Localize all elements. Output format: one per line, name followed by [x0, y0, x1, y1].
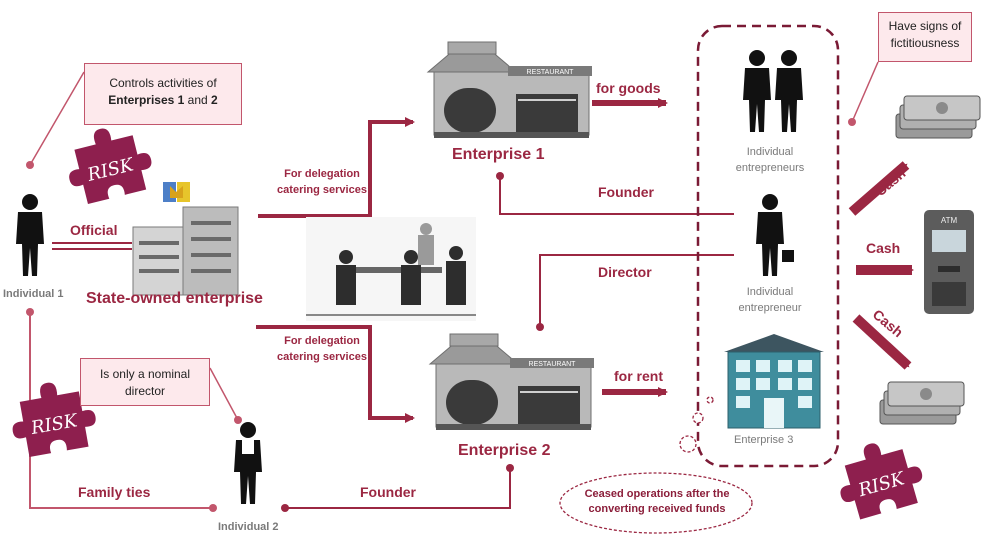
state-enterprise-building-icon — [132, 206, 239, 296]
controls-callout: Controls activities of Enterprises 1 and… — [84, 63, 242, 125]
controls-prefix: Controls activities of — [109, 76, 217, 90]
arrow-cash-down — [852, 314, 912, 370]
official-connector — [52, 242, 132, 250]
enterprise3-label: Enterprise 3 — [734, 434, 794, 446]
fictitious-leader — [848, 61, 879, 126]
risk-puzzle-icon-2: RISK — [5, 375, 101, 460]
for-goods-label: for goods — [596, 80, 661, 96]
individual-entrepreneurs-icon — [743, 50, 803, 132]
cash-stack-bottom-icon — [879, 381, 965, 425]
fictitious-entities-group — [696, 24, 840, 468]
controls-enterprises-label: Enterprises — [108, 93, 175, 108]
individual2-icon — [234, 422, 262, 504]
founder2-connector — [281, 464, 514, 512]
founder1-connector — [496, 172, 734, 215]
enterprise2-label: Enterprise 2 — [458, 442, 551, 459]
founder1-label: Founder — [598, 184, 654, 200]
atm-sign: ATM — [941, 216, 958, 225]
ceased-operations-cloud — [559, 396, 753, 534]
controls-leader — [26, 71, 85, 169]
enterprise2-sign: RESTAURANT — [529, 361, 577, 368]
enterprise1-label: Enterprise 1 — [452, 146, 545, 163]
individual-entrepreneurs-label: Individual entrepreneurs — [735, 146, 805, 174]
cash-stack-top-icon — [895, 95, 981, 139]
atm-icon: ATM — [924, 210, 974, 314]
director-label: Director — [598, 264, 652, 280]
controls-and: and — [187, 93, 208, 108]
director-connector — [536, 254, 734, 331]
ceased-operations-text: Ceased operations after the converting r… — [584, 488, 730, 515]
individual1-label: Individual 1 — [3, 288, 64, 300]
coat-of-arms-icon — [163, 182, 190, 202]
cash2-label: Cash — [866, 240, 901, 256]
state-enterprise-label: State-owned enterprise — [86, 290, 263, 307]
nominal-director-callout: Is only a nominal director — [80, 358, 210, 406]
founder2-label: Founder — [360, 484, 416, 500]
for-rent-label: for rent — [614, 368, 663, 384]
individual-entrepreneur-label: Individual entrepreneur — [738, 286, 802, 314]
enterprise1-building-icon: RESTAURANT — [427, 41, 593, 139]
cafe-scene-icon — [306, 217, 476, 321]
enterprise1-sign: RESTAURANT — [527, 69, 575, 76]
individual1-icon — [16, 194, 44, 276]
individual-entrepreneur-icon — [756, 194, 794, 276]
nominal-director-leader — [209, 367, 242, 424]
individual2-label: Individual 2 — [218, 521, 279, 533]
arrow-state-to-enterprise1 — [258, 117, 415, 218]
arrow-cash-up — [848, 161, 910, 216]
enterprise3-building-icon — [724, 334, 824, 429]
enterprise2-building-icon: RESTAURANT — [429, 333, 595, 431]
fictitious-text: Have signs of fictitiousness — [888, 19, 962, 51]
family-ties-connector — [26, 308, 217, 512]
family-ties-label: Family ties — [78, 484, 151, 500]
nominal-director-text: Is only a nominal director — [99, 367, 191, 399]
delegation1-label: For delegation catering services — [277, 168, 367, 196]
official-label: Official — [70, 222, 118, 238]
arrow-state-to-enterprise2 — [256, 325, 415, 423]
controls-num1: 1 — [177, 93, 185, 108]
delegation2-label: For delegation catering services — [277, 335, 367, 363]
fictitious-callout: Have signs of fictitiousness — [878, 12, 972, 62]
controls-num2: 2 — [211, 93, 218, 108]
risk-puzzle-icon-3: RISK — [829, 432, 930, 523]
risk-puzzle-icon-1: RISK — [59, 118, 158, 207]
